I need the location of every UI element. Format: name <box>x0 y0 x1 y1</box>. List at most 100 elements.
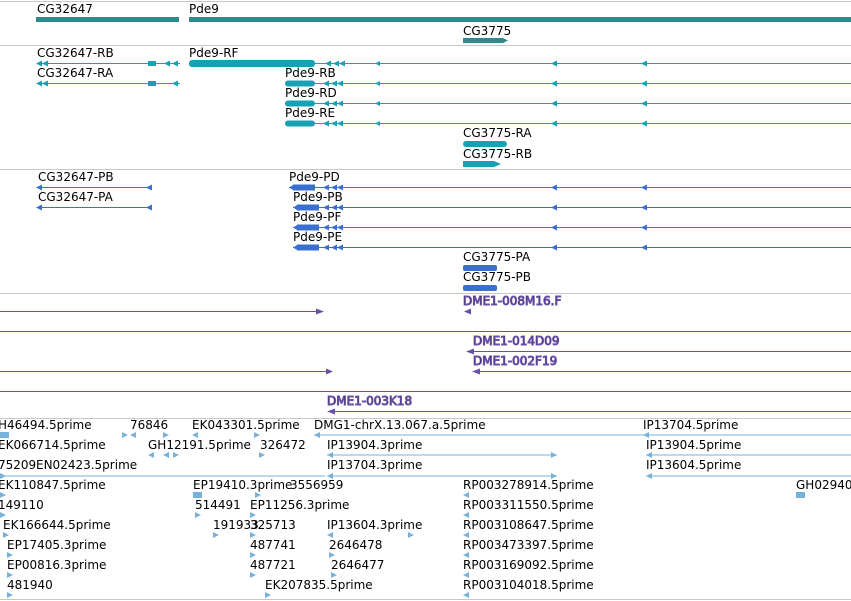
est-label[interactable]: 191933 <box>213 518 259 532</box>
est-feature[interactable] <box>796 492 805 498</box>
gene-label[interactable]: CG32647 <box>37 2 93 16</box>
est-feature[interactable] <box>463 592 469 598</box>
transcript-feature[interactable] <box>36 80 180 87</box>
protein-label[interactable]: Pde9-PD <box>289 170 340 184</box>
est-feature[interactable] <box>0 512 6 518</box>
est-feature[interactable] <box>463 572 469 578</box>
est-feature[interactable] <box>254 432 260 438</box>
protein-label[interactable]: CG3775-PA <box>463 250 531 264</box>
clone-label[interactable]: DME1-002F19 <box>473 354 558 369</box>
est-feature[interactable] <box>130 432 136 438</box>
protein-feature[interactable] <box>463 265 497 271</box>
est-feature[interactable] <box>250 532 256 538</box>
transcript-feature[interactable] <box>285 100 851 107</box>
est-label[interactable]: 2646478 <box>329 538 382 552</box>
transcript-feature[interactable] <box>36 60 180 67</box>
est-feature[interactable] <box>7 552 13 558</box>
est-label[interactable]: RP003108647.5prime <box>463 518 594 532</box>
est-feature[interactable] <box>329 552 335 558</box>
est-feature[interactable] <box>331 572 337 578</box>
est-feature[interactable] <box>3 532 9 538</box>
est-label[interactable]: RP003169092.5prime <box>463 558 594 572</box>
clone-feature[interactable] <box>464 308 471 315</box>
est-label[interactable]: 3556959 <box>290 478 343 492</box>
est-label[interactable]: 2646477 <box>331 558 384 572</box>
est-label[interactable]: IP13904.3prime <box>327 438 422 452</box>
est-feature[interactable] <box>463 532 469 538</box>
est-label[interactable]: 487721 <box>250 558 296 572</box>
est-feature[interactable] <box>213 532 219 538</box>
est-feature[interactable] <box>0 492 6 498</box>
gene-feature[interactable] <box>463 38 508 43</box>
est-label[interactable]: RP003278914.5prime <box>463 478 594 492</box>
est-label[interactable]: EP11256.3prime <box>250 498 349 512</box>
est-label[interactable]: EK207835.5prime <box>265 578 373 592</box>
est-label[interactable]: EK066714.5prime <box>0 438 106 452</box>
protein-feature[interactable] <box>293 244 851 251</box>
clone-feature[interactable] <box>0 308 324 315</box>
clone-label[interactable]: DME1-008M16.F <box>463 294 562 309</box>
est-label[interactable]: RP003473397.5prime <box>463 538 594 552</box>
est-feature[interactable] <box>173 452 179 458</box>
transcript-label[interactable]: CG3775-RB <box>463 147 532 161</box>
transcript-label[interactable]: Pde9-RD <box>285 86 337 100</box>
est-feature[interactable] <box>250 512 256 518</box>
est-feature[interactable] <box>250 552 256 558</box>
est-label[interactable]: IP13704.3prime <box>327 458 422 472</box>
est-feature[interactable] <box>259 452 265 458</box>
est-label[interactable]: EK043301.5prime <box>192 418 300 432</box>
est-feature[interactable] <box>463 492 469 498</box>
clone-feature[interactable] <box>466 348 851 355</box>
protein-label[interactable]: CG32647-PA <box>38 190 114 204</box>
est-label[interactable]: IP13604.5prime <box>646 458 741 472</box>
est-label[interactable]: IP13704.5prime <box>643 418 738 432</box>
est-feature[interactable] <box>193 492 202 498</box>
protein-feature[interactable] <box>36 204 152 211</box>
est-label[interactable]: EP17405.3prime <box>7 538 106 552</box>
est-label[interactable]: RP003311550.5prime <box>463 498 594 512</box>
clone-label[interactable]: DME1-003K18 <box>327 394 413 409</box>
transcript-label[interactable]: Pde9-RB <box>285 66 336 80</box>
est-label[interactable]: RP003104018.5prime <box>463 578 594 592</box>
transcript-label[interactable]: Pde9-RF <box>189 46 239 60</box>
protein-feature[interactable] <box>293 224 851 231</box>
est-label[interactable]: 481940 <box>7 578 53 592</box>
est-label[interactable]: GH12191.5prime <box>148 438 251 452</box>
est-label[interactable]: DMG1-chrX.13.067.a.5prime <box>314 418 486 432</box>
est-feature[interactable] <box>327 532 333 538</box>
est-feature[interactable] <box>7 592 13 598</box>
est-feature[interactable] <box>148 452 154 458</box>
transcript-feature[interactable] <box>285 120 851 127</box>
protein-label[interactable]: CG32647-PB <box>38 170 114 184</box>
est-feature[interactable] <box>250 572 256 578</box>
gene-label[interactable]: Pde9 <box>189 2 219 16</box>
gene-feature[interactable] <box>189 17 851 22</box>
est-feature[interactable] <box>551 452 557 458</box>
est-label[interactable]: 76846 <box>130 418 168 432</box>
est-label[interactable]: 487741 <box>250 538 296 552</box>
est-label[interactable]: EN02423.5prime <box>36 458 137 472</box>
est-label[interactable]: 75209 <box>0 458 36 472</box>
est-feature[interactable] <box>255 492 261 498</box>
transcript-label[interactable]: CG3775-RA <box>463 126 532 140</box>
protein-feature[interactable] <box>293 204 851 211</box>
transcript-feature[interactable] <box>463 161 501 167</box>
protein-feature[interactable] <box>36 184 152 191</box>
transcript-label[interactable]: CG32647-RA <box>37 66 114 80</box>
est-feature[interactable] <box>643 432 649 438</box>
est-label[interactable]: 325713 <box>250 518 296 532</box>
est-label[interactable]: EK110847.5prime <box>0 478 106 492</box>
est-feature[interactable] <box>195 512 201 518</box>
clone-feature[interactable] <box>0 368 851 375</box>
est-feature[interactable] <box>551 473 557 479</box>
est-feature[interactable] <box>265 592 271 598</box>
est-feature[interactable] <box>408 532 414 538</box>
clone-label[interactable]: DME1-014D09 <box>473 334 561 349</box>
est-feature[interactable] <box>463 552 469 558</box>
gene-feature[interactable] <box>36 17 179 22</box>
protein-label[interactable]: Pde9-PB <box>293 190 343 204</box>
protein-feature[interactable] <box>463 285 497 291</box>
transcript-label[interactable]: CG32647-RB <box>37 46 114 60</box>
protein-feature[interactable] <box>289 184 851 191</box>
protein-label[interactable]: Pde9-PF <box>293 210 341 224</box>
